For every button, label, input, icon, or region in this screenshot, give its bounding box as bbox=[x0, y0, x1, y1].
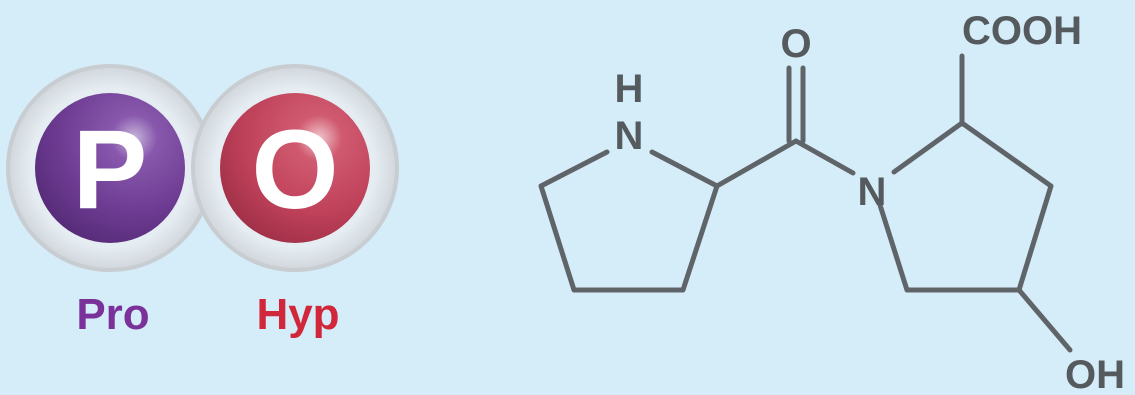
nh-n-label: N bbox=[615, 114, 644, 158]
hyp-name: Hyp bbox=[256, 290, 339, 339]
amide-bond bbox=[793, 138, 856, 176]
hydroxyl-label: OH bbox=[1065, 353, 1125, 395]
pro-carbonyl-bond bbox=[714, 138, 799, 189]
pro-name: Pro bbox=[76, 290, 149, 339]
nh-h-label: H bbox=[615, 67, 644, 111]
pro-letter: P bbox=[73, 107, 148, 232]
amide-n-label: N bbox=[858, 170, 887, 214]
carbonyl-o-label: O bbox=[780, 22, 811, 66]
pro-ball bbox=[35, 93, 185, 243]
hyp-ball bbox=[220, 93, 370, 243]
carboxyl-label: COOH bbox=[962, 9, 1082, 53]
hydroxyl-bond bbox=[1016, 287, 1073, 353]
structure-bonds bbox=[538, 53, 1073, 353]
pro-ring-bond bbox=[538, 149, 720, 293]
hyp-ring-bond bbox=[877, 120, 1054, 293]
hyp-letter: O bbox=[251, 107, 338, 232]
